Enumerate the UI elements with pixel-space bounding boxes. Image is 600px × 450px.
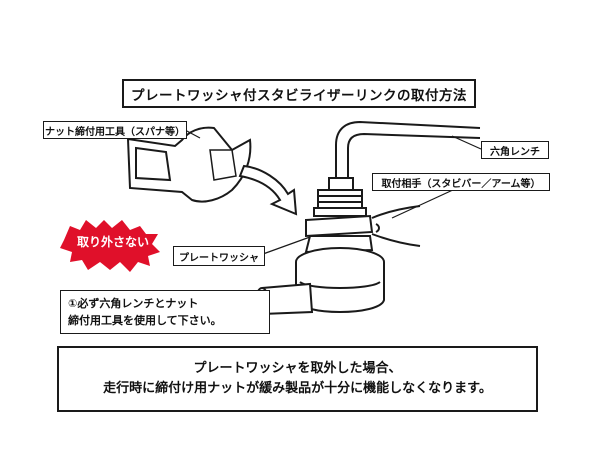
direction-arrow — [238, 164, 298, 216]
do-not-remove-label: 取り外さない — [76, 235, 149, 249]
page-title: プレートワッシャ付スタビライザーリンクの取付方法 — [122, 79, 476, 108]
tool-label: ナット締付用工具（スパナ等） — [43, 121, 187, 139]
tool-usage-note: ①必ず六角レンチとナット 締付用工具を使用して下さい。 — [60, 290, 270, 334]
warning-box: プレートワッシャを取外した場合、 走行時に締付け用ナットが緩み製品が十分に機能し… — [57, 346, 538, 412]
stabilizer-link-illustration — [255, 177, 385, 315]
do-not-remove-badge — [60, 220, 160, 272]
warning-line-2: 走行時に締付け用ナットが緩み製品が十分に機能しなくなります。 — [103, 381, 492, 396]
hex-wrench-label: 六角レンチ — [481, 141, 549, 159]
hex-wrench-illustration — [335, 120, 481, 180]
plate-washer-label: プレートワッシャ — [173, 246, 265, 266]
note-line-1: ①必ず六角レンチとナット — [68, 297, 199, 310]
leader-lines — [184, 129, 482, 255]
spanner-illustration — [126, 126, 252, 203]
note-line-2: 締付用工具を使用して下さい。 — [68, 314, 222, 327]
mount-label: 取付相手（スタビバー／アーム等） — [372, 173, 550, 191]
warning-line-1: プレートワッシャを取外した場合、 — [193, 361, 402, 376]
mount-arm-illustration — [371, 205, 421, 247]
